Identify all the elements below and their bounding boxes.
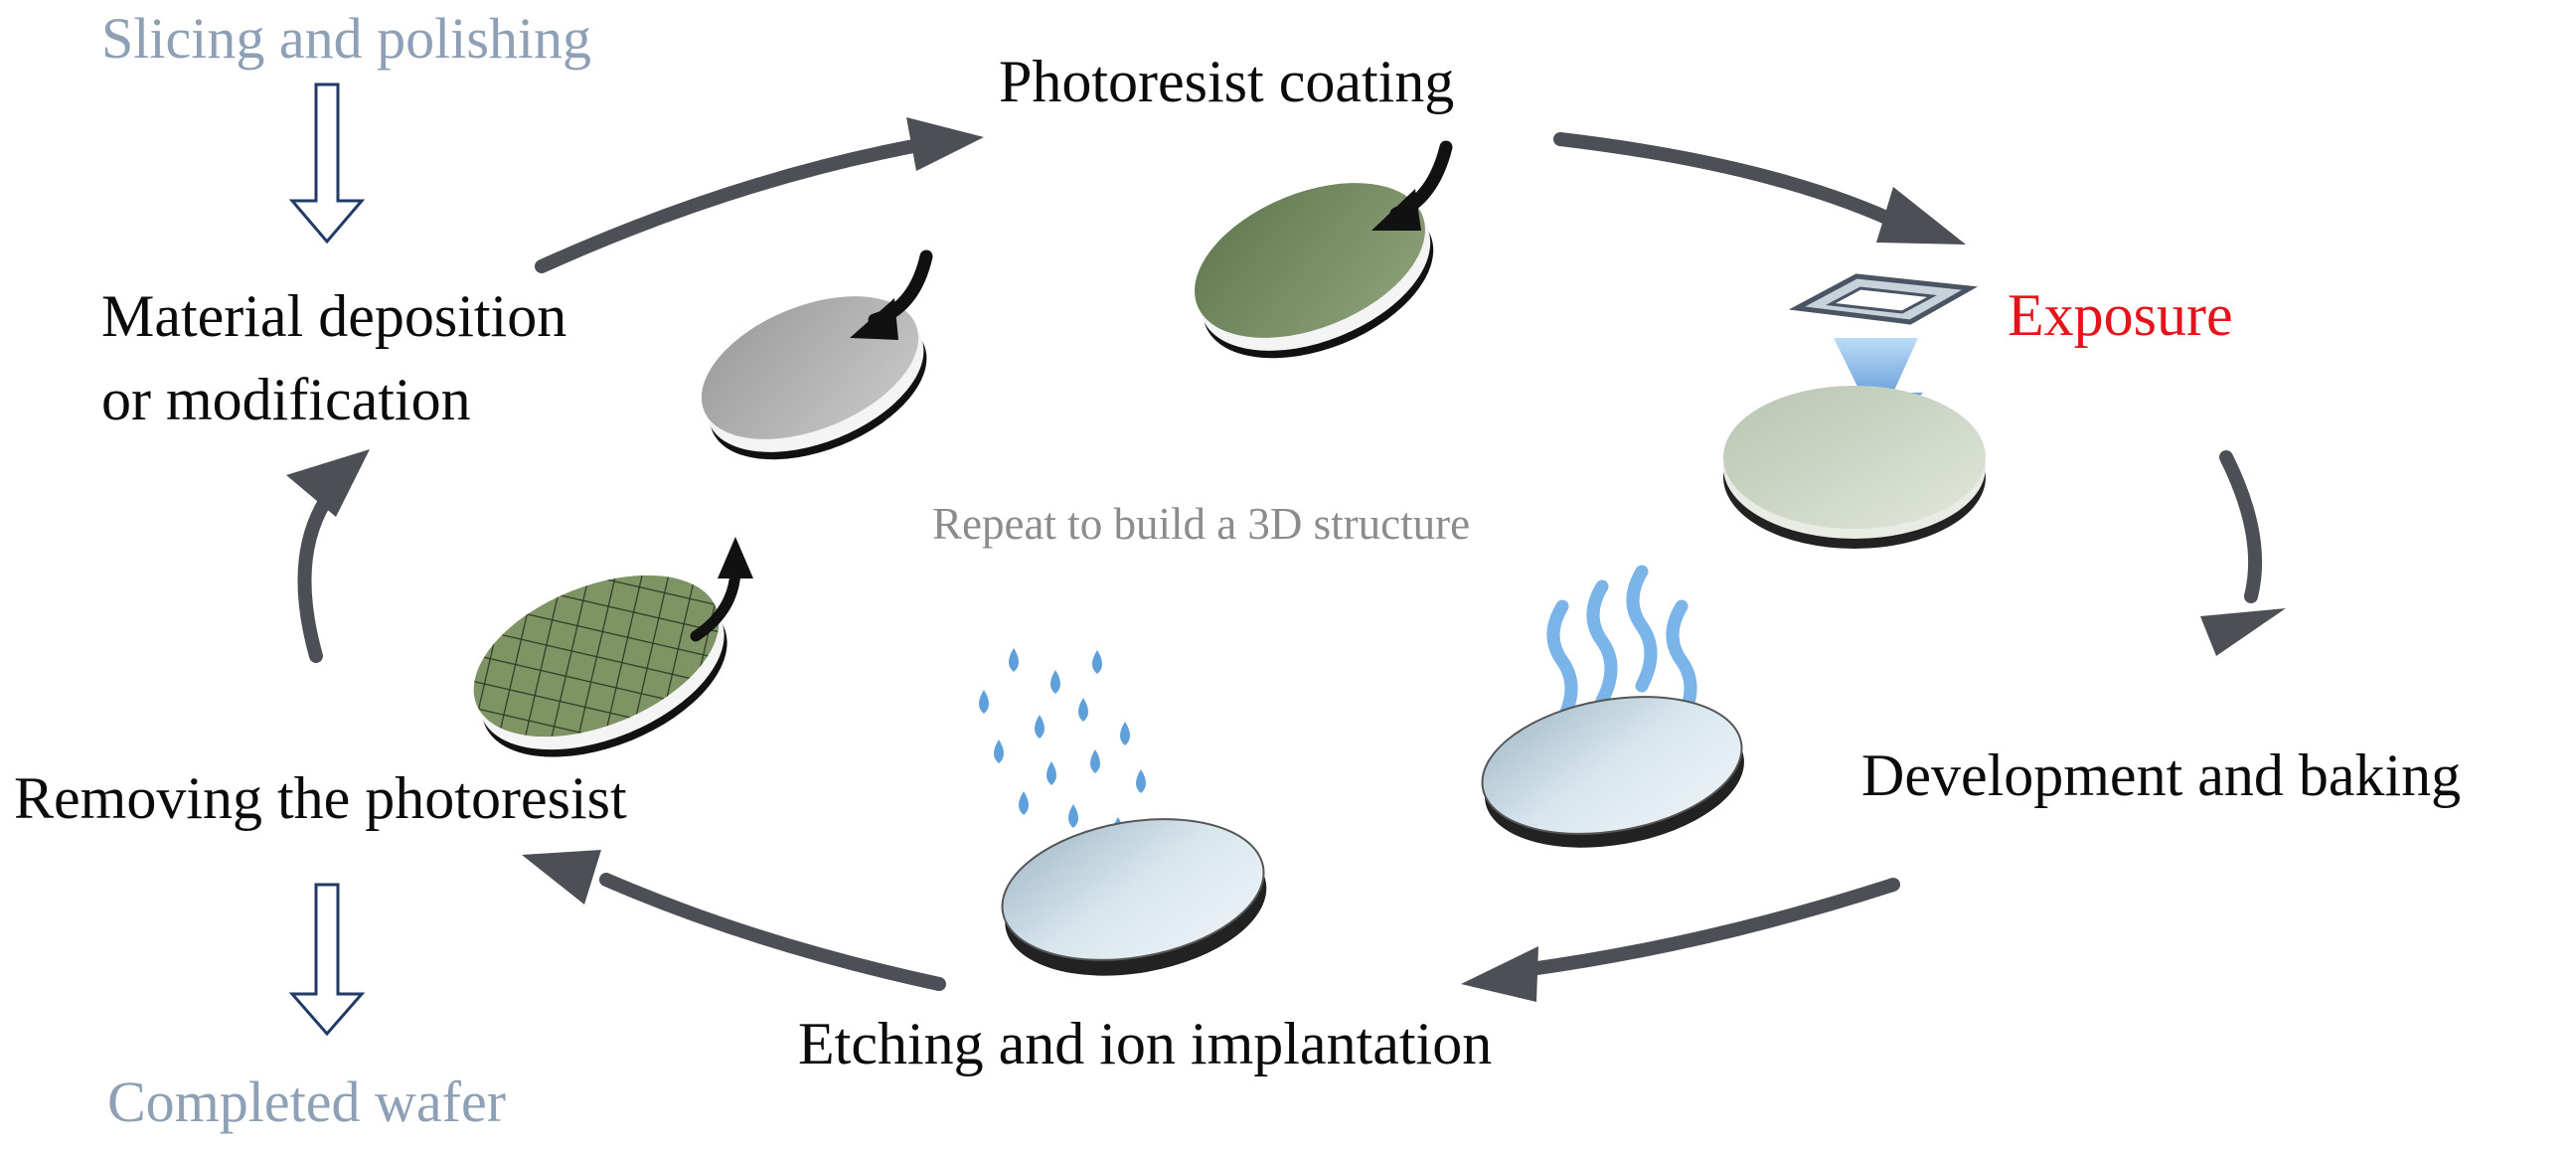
wafer-removing: [473, 575, 727, 757]
curved-arrow-icon: [850, 249, 933, 340]
end-label: Completed wafer: [107, 1070, 507, 1134]
step-development-baking: Development and baking: [1861, 742, 2462, 808]
cycle-arrowhead-5: [522, 850, 601, 905]
water-drop: [979, 690, 989, 714]
step-photoresist-coating: Photoresist coating: [999, 49, 1455, 114]
cycle-center-label: Repeat to build a 3D structure: [932, 499, 1471, 549]
water-drop: [994, 740, 1004, 763]
water-drop: [1078, 698, 1088, 722]
cycle-arrow-deposition-to-coating: [535, 137, 931, 273]
outline-down-arrow-icon: [288, 883, 366, 1037]
step-removing-photoresist: Removing the photoresist: [14, 765, 627, 831]
water-drop: [1019, 791, 1029, 815]
heat-waves-icon: [1546, 565, 1697, 728]
cycle-arrow-etching-to-removing: [599, 873, 946, 991]
start-label: Slicing and polishing: [101, 6, 591, 71]
cycle-arrow-exposure-to-development: [2219, 450, 2263, 603]
wafer-exposure: [1723, 386, 1986, 549]
cycle-arrow-coating-to-exposure: [1553, 132, 1900, 228]
cycle-arrow-development-to-etching: [1524, 878, 1900, 976]
water-drop: [1035, 715, 1045, 739]
cycle-arrowhead-3: [2200, 608, 2286, 656]
water-drop: [1090, 749, 1100, 773]
wafer-deposition: [701, 296, 927, 460]
photomask-icon: [1788, 273, 1979, 325]
water-drop: [1136, 769, 1146, 793]
water-drops-icon: [979, 648, 1146, 841]
cycle-arrowhead-2: [1876, 187, 1966, 245]
water-drop: [1046, 761, 1056, 785]
water-drop: [1120, 722, 1130, 745]
water-drop: [1009, 648, 1019, 672]
cycle-arrowhead-6: [286, 449, 370, 517]
water-drop: [1050, 670, 1060, 694]
step-exposure: Exposure: [2008, 282, 2233, 348]
water-drop: [1092, 650, 1102, 674]
cycle-arrowhead-1: [906, 117, 984, 171]
wafer-etching: [1001, 818, 1267, 976]
cycle-arrow-removing-to-deposition: [297, 490, 335, 663]
step-etching-implantation: Etching and ion implantation: [798, 1011, 1493, 1076]
water-drop: [1068, 804, 1078, 828]
curved-arrow-icon: [1371, 140, 1453, 231]
cycle-arrowhead-4: [1461, 946, 1538, 1002]
cycle-arrows: [286, 117, 2286, 1002]
outline-down-arrow-icon: [288, 82, 366, 245]
wafer-development: [1481, 696, 1744, 848]
curved-arrow-icon: [690, 537, 753, 642]
step-material-deposition-line1: Material deposition: [101, 283, 567, 349]
wafer-photoresist: [1195, 183, 1434, 359]
step-material-deposition-line2: or modification: [101, 367, 471, 432]
